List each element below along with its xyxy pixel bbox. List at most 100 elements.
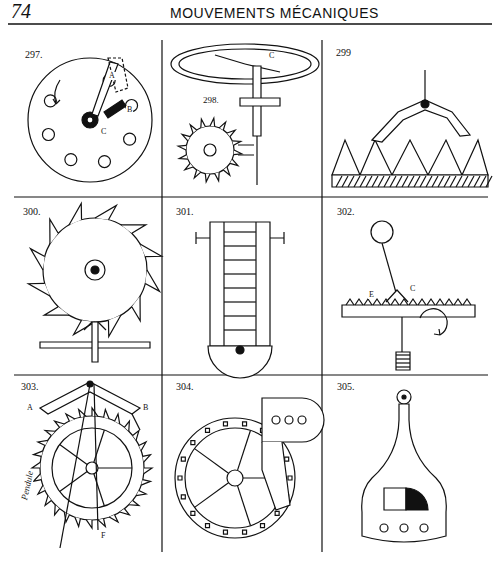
drawing-stroke bbox=[178, 118, 242, 182]
pin bbox=[178, 476, 182, 480]
drawing-stroke bbox=[245, 64, 280, 72]
gear-tooth bbox=[38, 485, 45, 494]
drawing-stroke bbox=[396, 355, 410, 367]
gear-tooth bbox=[185, 163, 193, 169]
gear-tooth bbox=[44, 307, 69, 315]
drawing-stroke bbox=[92, 322, 98, 362]
drawing-stroke bbox=[208, 346, 272, 378]
fig-299 bbox=[332, 70, 492, 187]
spoke bbox=[237, 430, 250, 470]
drawing-stroke bbox=[382, 243, 397, 296]
pin bbox=[243, 530, 247, 534]
gear-tooth bbox=[121, 225, 146, 233]
pin bbox=[191, 511, 195, 515]
drawing-stroke bbox=[332, 140, 488, 175]
hole bbox=[65, 154, 77, 166]
fig-301 bbox=[196, 222, 284, 378]
gear-tooth bbox=[86, 520, 92, 528]
spoke bbox=[98, 467, 132, 468]
rack-tooth bbox=[445, 299, 453, 305]
pin bbox=[261, 524, 265, 528]
drawing-stroke bbox=[256, 136, 257, 185]
drawing-stroke bbox=[40, 416, 144, 520]
spoke bbox=[195, 449, 229, 474]
drawing-stroke bbox=[402, 395, 406, 399]
spoke bbox=[60, 444, 88, 464]
gear-tooth bbox=[210, 118, 215, 126]
pin bbox=[285, 457, 289, 461]
drawing-stroke bbox=[298, 416, 306, 424]
pin bbox=[191, 441, 195, 445]
drawing-stroke bbox=[406, 488, 428, 510]
drawing-stroke bbox=[362, 404, 447, 542]
hatching bbox=[396, 176, 402, 187]
drawing-stroke bbox=[262, 398, 324, 442]
drawing-stroke bbox=[420, 524, 428, 532]
pinion-leaf bbox=[396, 362, 410, 363]
figure-number: 303. bbox=[20, 382, 40, 392]
figure-number: 298. bbox=[202, 96, 220, 105]
drawing-stroke bbox=[179, 49, 311, 79]
rung bbox=[224, 315, 256, 316]
drawing-stroke bbox=[401, 317, 402, 352]
part-label: C bbox=[100, 128, 107, 136]
hatching bbox=[378, 176, 384, 187]
gear-tooth bbox=[45, 431, 55, 436]
drawing-stroke bbox=[424, 70, 425, 104]
drawing-stroke bbox=[94, 384, 98, 530]
pin bbox=[181, 495, 185, 499]
pin bbox=[223, 530, 227, 534]
gear-tooth bbox=[115, 414, 120, 424]
hatching bbox=[444, 176, 450, 187]
rung bbox=[224, 231, 256, 232]
hatching bbox=[480, 176, 486, 187]
rack-tooth bbox=[373, 299, 381, 305]
gear-tooth bbox=[223, 167, 229, 175]
fig-297 bbox=[28, 58, 152, 182]
drawing-stroke bbox=[210, 222, 270, 346]
gear-tooth bbox=[227, 130, 235, 136]
page-title: MOUVEMENTS MÉCANIQUES bbox=[170, 6, 379, 20]
gear-tooth bbox=[38, 440, 48, 445]
pin bbox=[181, 457, 185, 461]
drawing-stroke bbox=[336, 176, 492, 187]
page-rules bbox=[8, 24, 492, 552]
drawing-stroke bbox=[227, 470, 243, 486]
spoke bbox=[237, 486, 250, 526]
drawing-stroke bbox=[236, 346, 244, 354]
part-label: A bbox=[26, 404, 34, 412]
drawing-stroke bbox=[400, 524, 408, 532]
hatching bbox=[414, 176, 420, 187]
gear-tooth bbox=[179, 155, 188, 160]
hatching bbox=[366, 176, 372, 187]
drawing-stroke bbox=[84, 322, 106, 330]
hatching bbox=[372, 176, 378, 187]
rack-tooth bbox=[400, 299, 408, 305]
gear-tooth bbox=[144, 468, 152, 474]
rack-tooth bbox=[355, 299, 363, 305]
drawing-stroke bbox=[238, 145, 254, 155]
hatching bbox=[354, 176, 360, 187]
gear-tooth bbox=[104, 410, 110, 419]
rack-tooth bbox=[382, 299, 390, 305]
rung bbox=[224, 273, 256, 274]
drawing-stroke bbox=[396, 352, 410, 370]
fig-300 bbox=[28, 203, 161, 362]
fig-298 bbox=[171, 44, 319, 185]
gear-tooth bbox=[194, 170, 201, 178]
figure-number: 304. bbox=[175, 382, 195, 392]
gear-tooth bbox=[190, 125, 196, 133]
gear-tooth bbox=[55, 421, 65, 427]
pinion-leaf bbox=[396, 366, 410, 367]
rack-tooth bbox=[463, 299, 471, 305]
drawing-stroke bbox=[215, 55, 245, 64]
fig-302 bbox=[342, 221, 475, 370]
pin bbox=[275, 511, 279, 515]
hole bbox=[124, 133, 136, 145]
drawing-stroke bbox=[342, 305, 475, 317]
drawing-stroke bbox=[171, 44, 319, 84]
gear-tooth bbox=[136, 491, 146, 496]
drawing-stroke bbox=[346, 299, 471, 305]
pin bbox=[243, 422, 247, 426]
